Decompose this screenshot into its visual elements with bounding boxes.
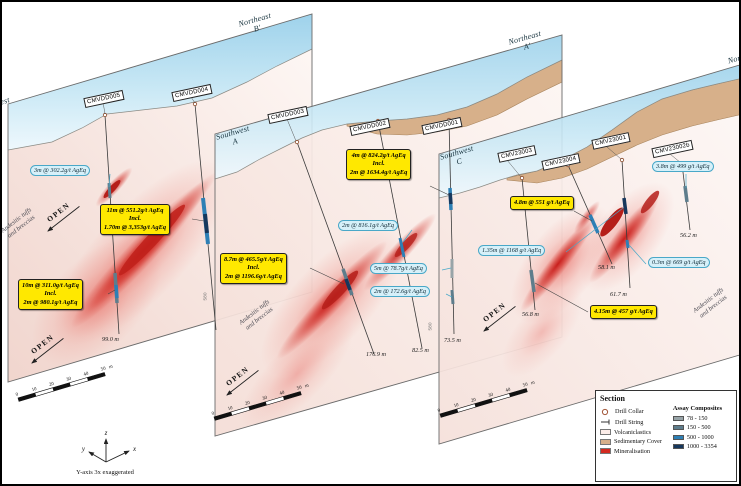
legend-item-mineralisation: Mineralisation [600,448,673,455]
axis-z-label: z [104,429,108,437]
hole-depth-label: 58.1 m [598,264,615,271]
axis-y-label: y [81,445,86,453]
legend-assay-item: 78 - 150 [672,414,732,422]
svg-text:40: 40 [279,390,286,396]
legend-label: Mineralisation [614,447,651,455]
sedimentary-cover-swatch [600,438,611,445]
svg-text:10: 10 [227,406,234,412]
axis-x-arrow [105,450,130,463]
drill-collar-icon [601,408,609,415]
scale-bar-a: 0 10 20 30 40 50 m [211,383,310,421]
assay-callout-yellow: 8.7m @ 465.5g/t AgEq Incl. 2m @ 1196.6g/… [220,253,287,284]
legend-item-volcaniclastics: Volcaniclastics [600,429,673,436]
assay-composite-segments [107,182,689,305]
svg-text:m: m [530,380,535,386]
sky-a [215,35,562,179]
svg-text:50: 50 [296,385,303,391]
sky-b [8,14,312,150]
svg-text:40: 40 [83,371,90,377]
legend-label: 78 - 150 [686,414,708,422]
axis-y-arrow [88,451,107,463]
legend-label: Sedimentary Cover [614,438,662,445]
hole-depth-label: 73.5 m [444,337,461,344]
volcaniclastics-swatch [600,429,611,435]
hole-depth-label: 99.0 m [102,336,119,343]
legend-assay-item: 1000 - 3354 [672,443,732,450]
drill-string-icon [601,419,610,425]
svg-text:50: 50 [100,366,107,372]
open-arrow [47,206,80,232]
hole-depth-label: 61.7 m [610,291,627,298]
legend-item-drill-string: Drill String [600,418,673,426]
axis-note: Y-axis 3x exaggerated [76,469,135,476]
assay-callout-blue: 3m @ 302.2g/t AgEq [30,165,90,176]
svg-text:30: 30 [262,396,269,402]
svg-text:50: 50 [522,382,529,388]
assay-callout-yellow: 4.8m @ 551 g/t AgEq [510,196,574,211]
svg-text:10: 10 [453,403,460,409]
elevation-mark: 580 [203,292,209,301]
hole-depth-label: 176.9 m [366,351,386,358]
assay-swatch-78-150 [672,415,684,421]
mineralisation-zone-b [32,159,231,367]
hole-depth-label: 82.5 m [412,347,429,354]
assay-swatch-150-500 [672,425,684,430]
assay-callout-yellow: 4.15m @ 457 g/t AgEq [590,305,657,320]
assay-callout-blue: 0.3m @ 669 g/t AgEq [648,257,710,268]
scale-bars: 0 10 20 30 40 50 m 0 10 20 30 40 50 m 0 [15,364,536,421]
svg-text:10: 10 [31,387,38,393]
legend-label: 1000 - 3354 [686,443,717,450]
scale-bar-c: 0 10 20 30 40 50 m [437,380,536,418]
assay-callout-blue: 2m @ 172.6g/t AgEq [370,286,430,297]
svg-text:m: m [108,364,113,370]
assay-callout-yellow: 4m @ 824.2g/t AgEq Incl. 2m @ 1634.4g/t … [346,149,412,180]
assay-callout-yellow: 11m @ 551.2g/t AgEq Incl. 1.70m @ 3,353g… [100,204,171,235]
scale-bar-b: 0 10 20 30 40 50 m [15,364,114,402]
legend-label: Volcaniclastics [614,428,651,436]
svg-text:20: 20 [49,382,56,388]
assay-swatch-1000-3354 [672,444,684,449]
legend-label: Drill Collar [615,408,644,415]
mineralisation-swatch [600,448,611,454]
svg-text:20: 20 [245,401,252,407]
assay-callout-blue: 1.35m @ 1168 g/t AgEq [478,245,546,256]
assay-swatch-500-1000 [672,434,684,440]
drill-string-cmvdd003 [296,141,375,355]
svg-text:m: m [304,383,309,389]
assay-callout-blue: 5m @ 78.7g/t AgEq [370,263,427,274]
legend-title: Section [600,394,625,403]
open-arrow [483,306,516,332]
open-arrow [31,338,64,364]
svg-text:0: 0 [211,411,215,417]
hole-depth-label: 56.8 m [522,311,539,318]
elevation-mark: 580 [428,322,434,331]
legend-label: 500 - 1000 [686,433,714,441]
legend-label: Drill String [615,418,644,426]
hole-depth-label: 56.2 m [680,232,697,239]
svg-text:20: 20 [471,398,478,404]
assay-callout-blue: 3.8m @ 499 g/t AgEq [652,161,714,172]
legend-item-sedimentary-cover: Sedimentary Cover [600,438,673,445]
callout-leader-lines [107,173,687,313]
terrain-line-b [7,48,313,151]
legend-assay-item: 150 - 500 [672,424,732,431]
legend-assay-item: 500 - 1000 [672,433,732,441]
open-arrow [226,370,259,396]
drill-string-cmv23004 [567,164,613,265]
legend-assay-title: Assay Composites [672,405,723,412]
axis-triad: z x y Y-axis 3x exaggerated [76,429,137,476]
assay-callout-blue: 2m @ 816.1g/t AgEq [338,220,398,231]
svg-text:0: 0 [437,408,441,414]
axis-x-label: x [132,445,137,453]
legend-label: 150 - 500 [686,424,711,431]
svg-text:30: 30 [66,377,73,383]
svg-text:0: 0 [15,392,19,398]
legend-item-drill-collar: Drill Collar [600,408,673,416]
legend: Section Drill Collar Drill String Volcan… [595,390,737,482]
frame-c [438,64,739,445]
svg-text:40: 40 [505,387,512,393]
svg-text:30: 30 [488,393,495,399]
assay-callout-yellow: 10m @ 311.0g/t AgEq Incl. 2m @ 980.1g/t … [18,279,83,310]
drill-string-cmv23001 [621,159,631,289]
